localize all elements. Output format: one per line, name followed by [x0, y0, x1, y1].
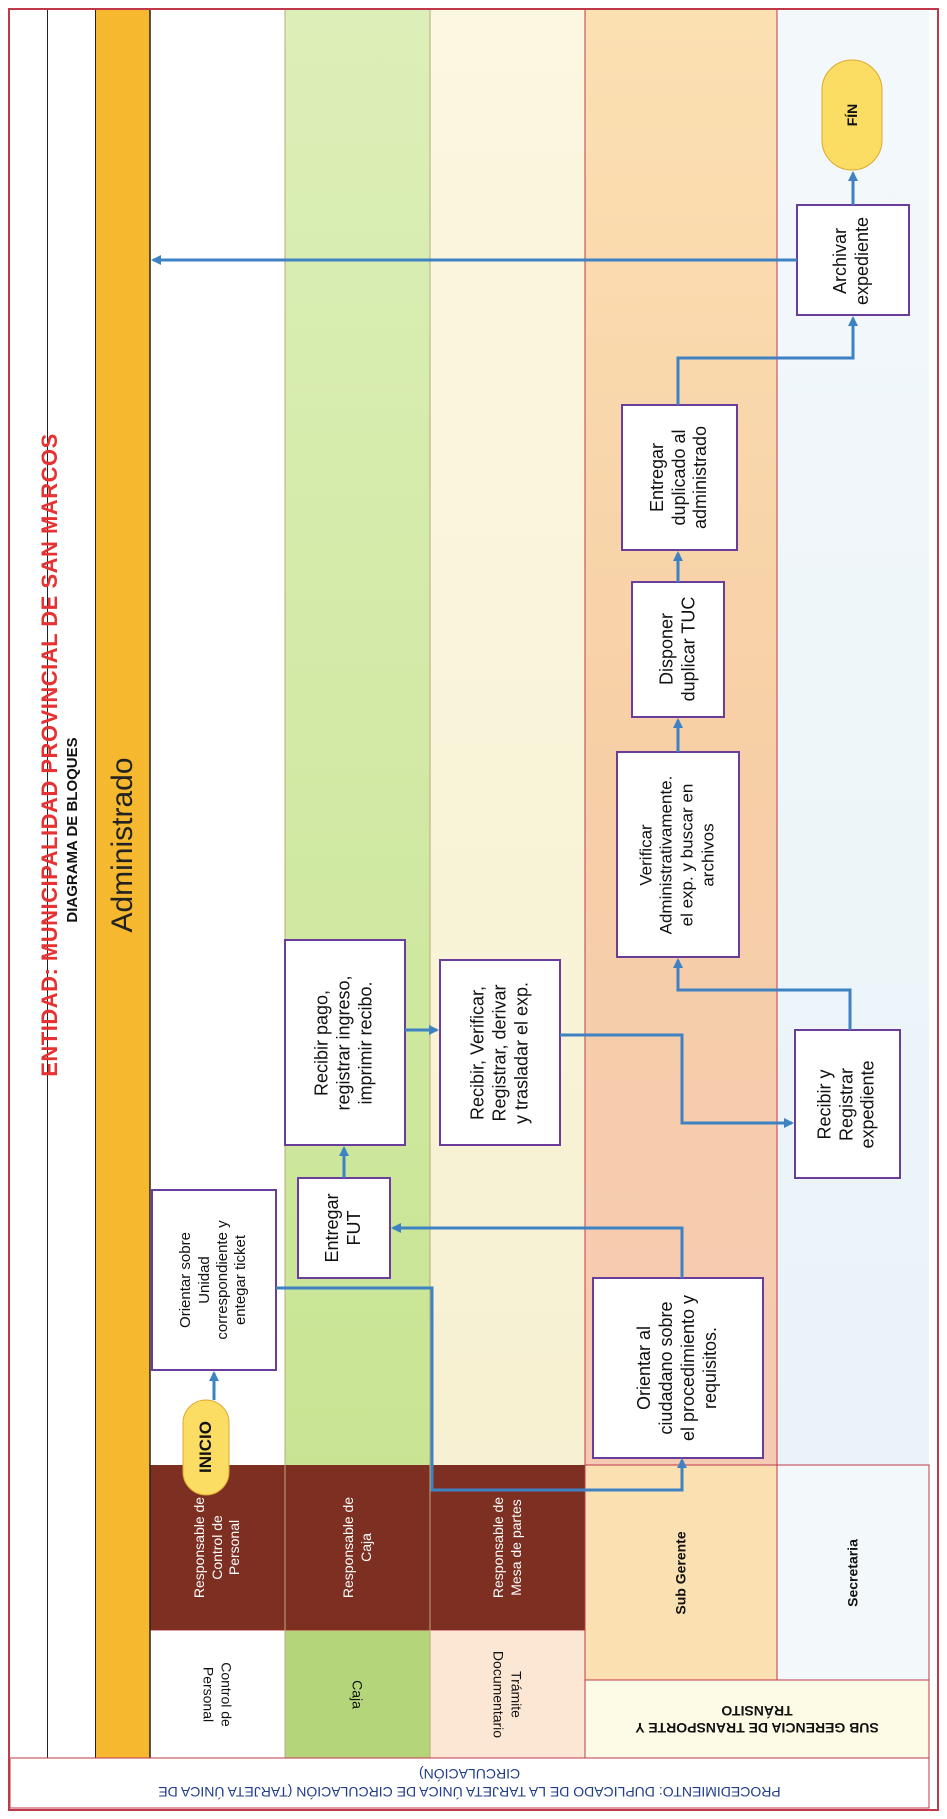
unit-caja-cell	[284, 1629, 431, 1759]
role-secretaria-cell	[776, 1464, 930, 1681]
box-recibir-pago-shape	[284, 939, 406, 1146]
arrow-duplicado-to-archivar	[676, 316, 858, 405]
role-caja-cell	[285, 1465, 430, 1630]
unit-control-label: Control de Personal	[201, 1662, 235, 1727]
role-subgerente-label: Sub Gerente	[672, 1531, 689, 1615]
box-verificar-admin: Verificar Administrativamente. el exp. y…	[636, 775, 718, 935]
fin-label: FÍN	[843, 103, 860, 127]
arrow-ciudadano-to-fut	[391, 1223, 684, 1278]
lane-mesa-bg	[430, 10, 585, 1630]
unit-subgerencia-label: SUB GERENCIA DE TRANSPORTE Y TRÁNSITO	[635, 1703, 879, 1736]
box-verificar-admin-shape	[616, 751, 740, 958]
unit-subgerencia-cell	[584, 1679, 930, 1759]
procedure-label: PROCEDIMIENTO: DUPLICADO DE LA TARJETA Ú…	[12, 1760, 927, 1806]
role-caja-label: Responsable de Caja	[340, 1496, 374, 1599]
role-subgerente-cell	[584, 1464, 778, 1681]
box-recibir-verificar: Recibir, Verificar, Registrar, derivar y…	[467, 981, 532, 1125]
role-secretaria-label: Secretaria	[844, 1539, 861, 1607]
role-mesa-cell	[430, 1465, 585, 1630]
role-mesa-label: Responsable de Mesa de partes	[490, 1496, 524, 1599]
role-control-label: Responsable de Control de Personal	[191, 1496, 243, 1599]
procedure-footer	[9, 1757, 930, 1809]
arrow-orientar-to-ciudadano	[276, 1286, 687, 1492]
inicio-terminal	[182, 1399, 230, 1496]
box-disponer: Disponer duplicar TUC	[656, 596, 699, 702]
box-orientar-ciudadano: Orientar al ciudadano sobre el procedimi…	[634, 1294, 720, 1442]
unit-caja-label: Caja	[349, 1680, 366, 1709]
box-orientar-ciudadano-shape	[592, 1277, 764, 1459]
box-entregar-fut: Entregar FUT	[322, 1193, 364, 1263]
unit-tramite-cell	[429, 1629, 586, 1759]
header-strip-title	[10, 10, 48, 1758]
procedure-label-line1: PROCEDIMIENTO: DUPLICADO DE LA TARJETA Ú…	[158, 1784, 781, 1801]
box-orientar-unidad: Orientar sobre Unidad correspondiente y …	[177, 1220, 250, 1340]
box-recibir-pago: Recibir pago, registrar ingreso, imprimi…	[311, 975, 376, 1111]
arrow-verificar-to-registrar	[560, 1033, 794, 1128]
box-archivar: Archivar expediente	[830, 216, 872, 306]
box-recibir-verificar-shape	[439, 959, 561, 1146]
box-disponer-shape	[631, 581, 725, 718]
procedure-label-line2: CIRCULACIÓN)	[418, 1766, 521, 1782]
box-orientar-unidad-shape	[151, 1189, 277, 1371]
fin-terminal	[821, 59, 883, 171]
box-recibir-registrar: Recibir y Registrar expediente	[814, 1060, 878, 1149]
unit-tramite-label: Trámite Documentario	[491, 1650, 525, 1739]
box-entregar-duplicado: Entregar duplicado al administrado	[646, 425, 711, 530]
box-recibir-registrar-shape	[794, 1029, 901, 1179]
actor-lane-label: Administrado	[106, 757, 139, 933]
diagram-title: DIAGRAMA DE BLOQUES	[63, 737, 81, 923]
lane-caja-bg	[285, 10, 430, 1630]
arrow-registrar-to-admin	[673, 958, 852, 1030]
actor-bar	[96, 10, 150, 1758]
header-strip-sub	[48, 10, 96, 1758]
